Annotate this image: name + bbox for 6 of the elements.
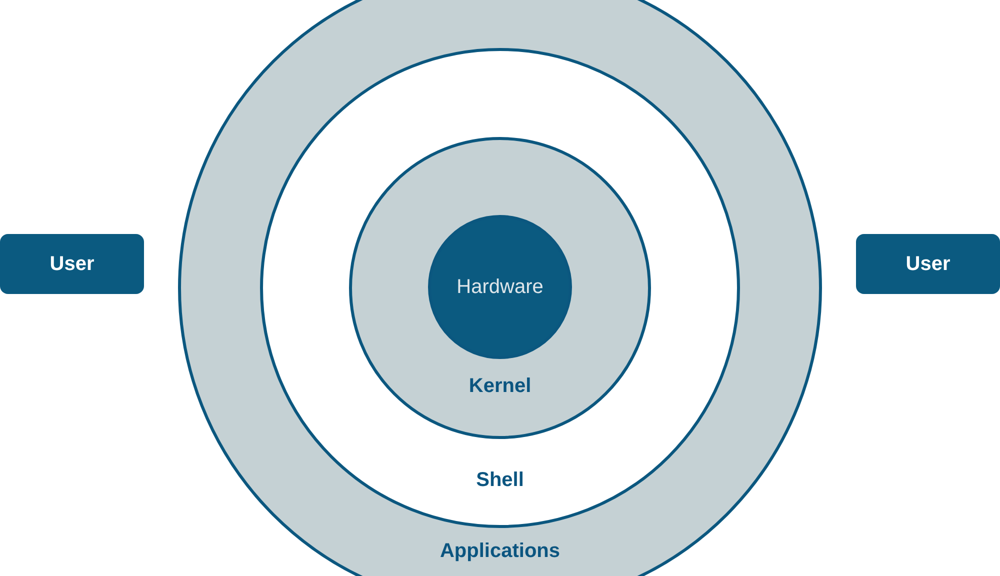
layer-label: Shell	[476, 470, 524, 490]
user-box: User	[856, 234, 1000, 294]
layer-label: Hardware	[456, 277, 544, 297]
layer-label: Kernel	[468, 376, 532, 396]
layer-label: Applications	[440, 541, 560, 561]
user-box: User	[0, 234, 144, 294]
